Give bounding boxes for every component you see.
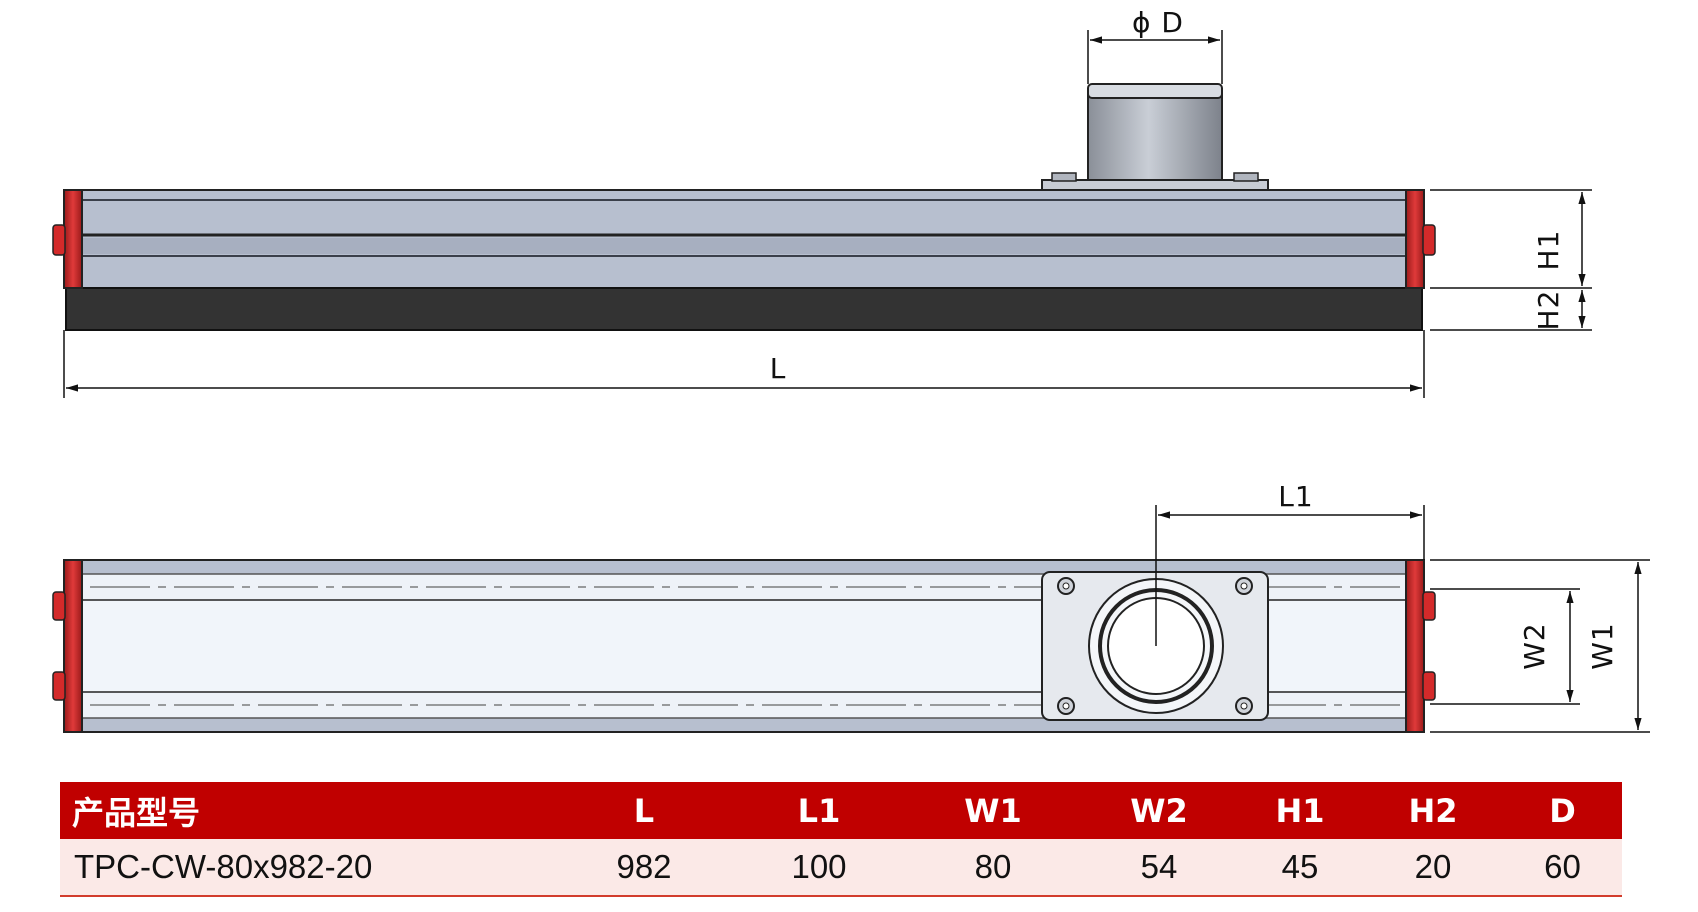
suction-port — [1087, 91, 1223, 181]
diameter-label: ϕ D — [1132, 6, 1184, 39]
side-view — [52, 83, 1436, 331]
cell-h2: 20 — [1363, 839, 1503, 897]
cell-w2: 54 — [1081, 839, 1237, 897]
length-label: L — [770, 352, 787, 385]
dimension-length: L — [63, 330, 1425, 398]
dimension-widths: W2 W1 — [1430, 559, 1650, 733]
header-w1: W1 — [905, 782, 1081, 839]
cell-l1: 100 — [733, 839, 905, 897]
top-left-end-cap — [63, 559, 83, 733]
top-right-end-cap — [1405, 559, 1425, 733]
height1-label: H1 — [1532, 230, 1565, 271]
cell-model: TPC-CW-80x982-20 — [60, 839, 555, 897]
width2-label: W2 — [1518, 622, 1551, 670]
top-view — [52, 559, 1436, 733]
header-w2: W2 — [1081, 782, 1237, 839]
cell-l: 982 — [555, 839, 733, 897]
spec-table: 产品型号 L L1 W1 W2 H1 H2 D TPC-CW-80x982-20… — [60, 782, 1622, 897]
offset-label: L1 — [1278, 480, 1313, 513]
foam-layer — [65, 287, 1423, 331]
right-end-cap — [1405, 189, 1425, 289]
header-l1: L1 — [733, 782, 905, 839]
cell-h1: 45 — [1237, 839, 1363, 897]
header-h1: H1 — [1237, 782, 1363, 839]
height2-label: H2 — [1532, 290, 1565, 331]
width1-label: W1 — [1586, 622, 1619, 670]
dimension-offset: L1 — [1155, 480, 1425, 646]
header-l: L — [555, 782, 733, 839]
cell-d: 60 — [1503, 839, 1622, 897]
table-header-row: 产品型号 L L1 W1 W2 H1 H2 D — [60, 782, 1622, 839]
table-row: TPC-CW-80x982-20 982 100 80 54 45 20 60 — [60, 839, 1622, 897]
dimension-diameter: ϕ D — [1087, 6, 1223, 84]
dimension-heights: H1 H2 — [1430, 189, 1592, 331]
left-end-cap — [63, 189, 83, 289]
header-model: 产品型号 — [60, 782, 555, 839]
header-d: D — [1503, 782, 1622, 839]
header-h2: H2 — [1363, 782, 1503, 839]
cell-w1: 80 — [905, 839, 1081, 897]
